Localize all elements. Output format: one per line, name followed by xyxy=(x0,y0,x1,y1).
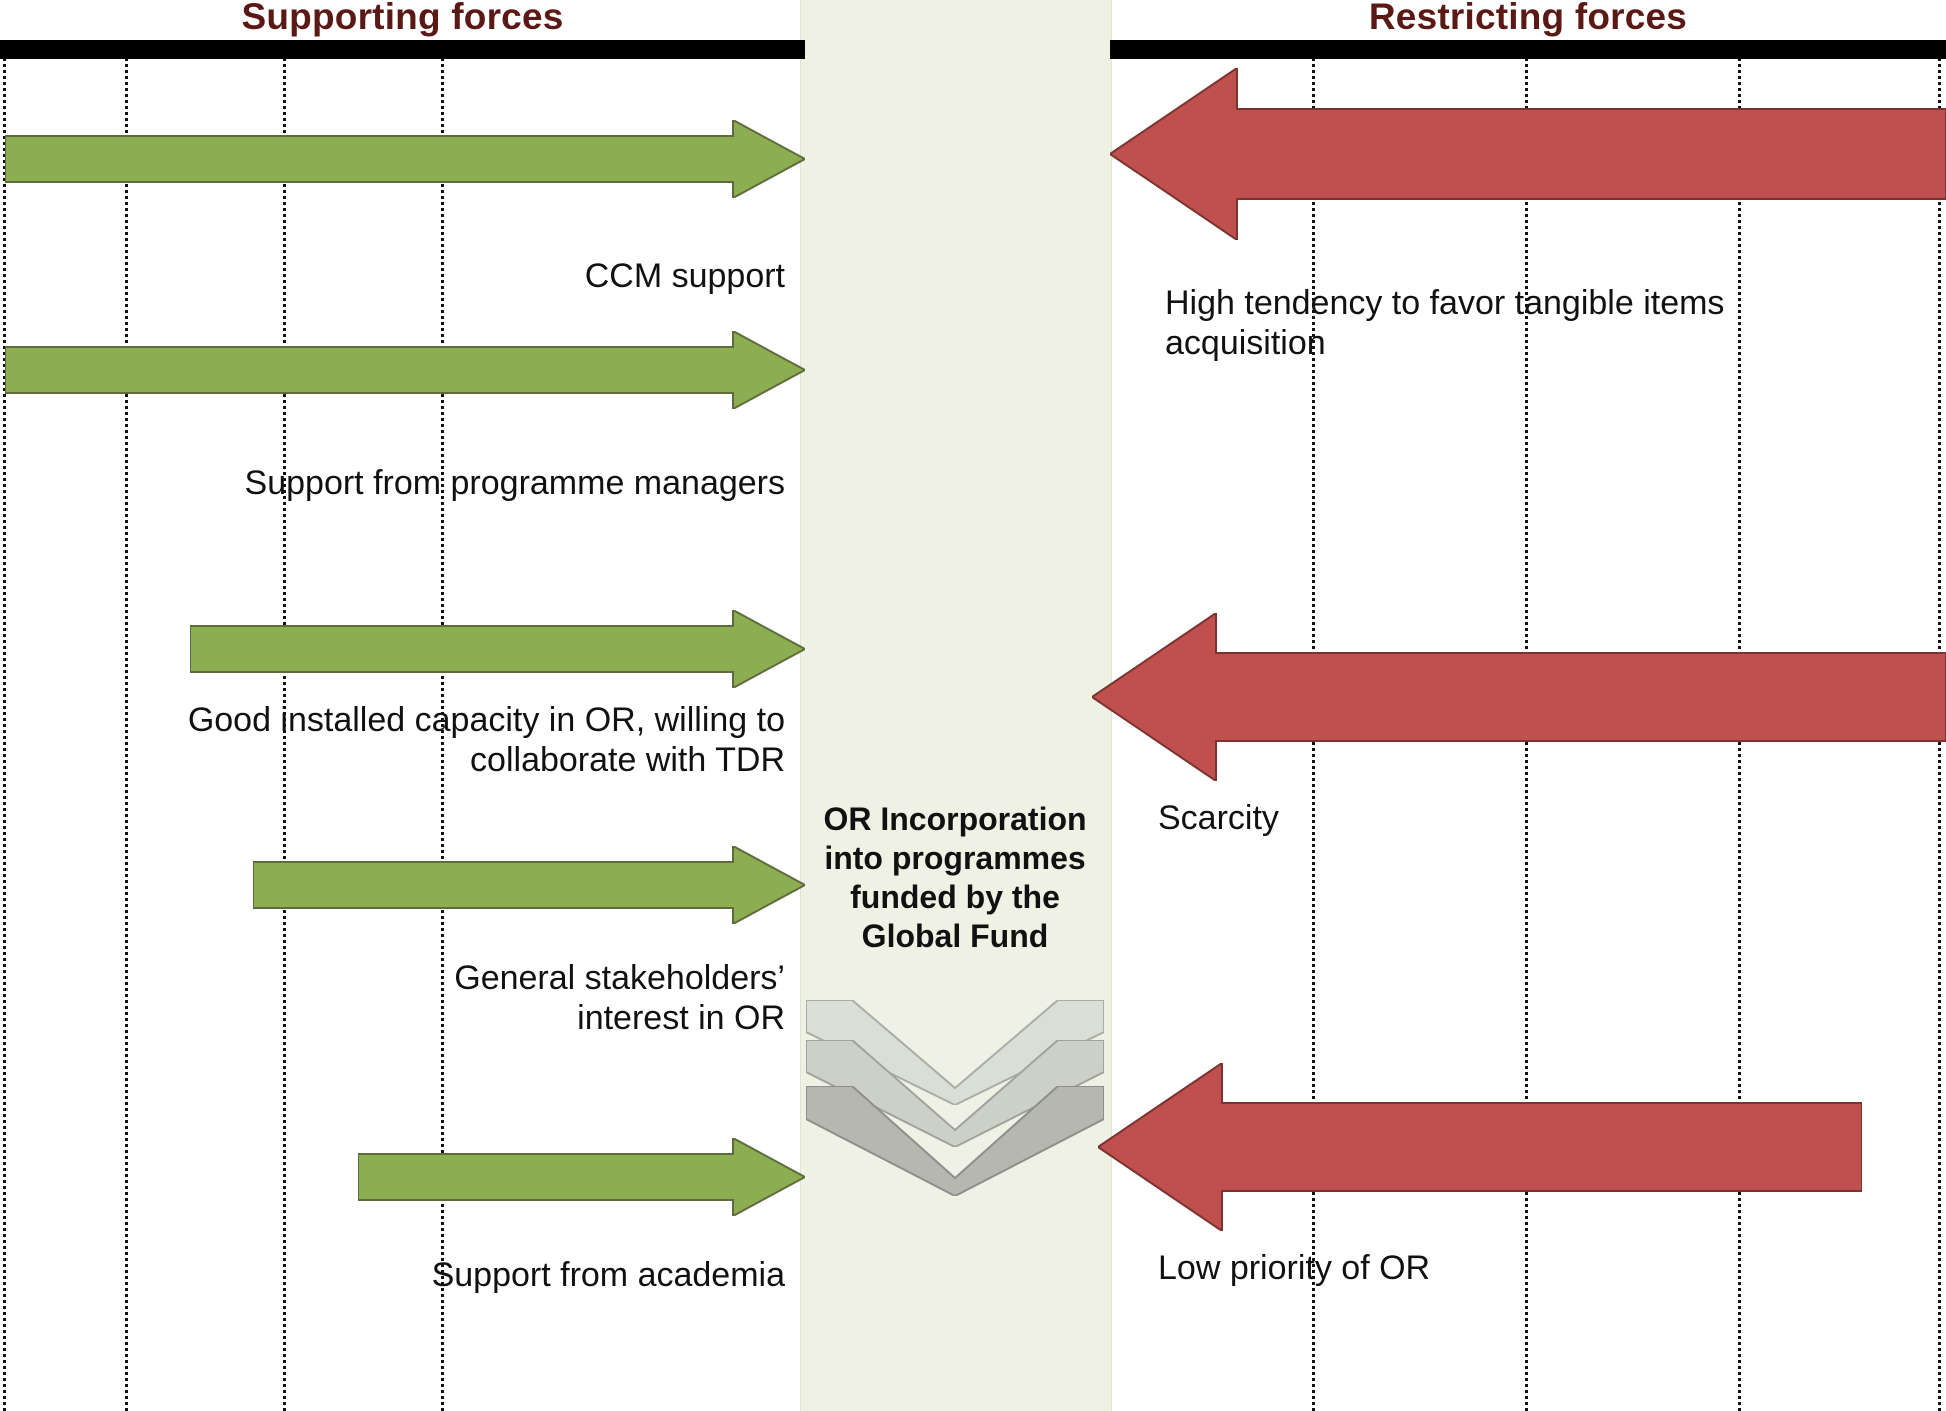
supporting-label-ccm-support: CCM support xyxy=(584,257,785,295)
supporting-label-installed-capacity: Good installed capacity in OR, willing t… xyxy=(187,701,785,780)
gridline xyxy=(283,58,286,1411)
restricting-arrow-low-priority xyxy=(1098,1063,1862,1231)
supporting-label-programme-managers: Support from programme managers xyxy=(244,464,785,502)
gridline xyxy=(3,58,6,1411)
supporting-label-academia: Support from academia xyxy=(431,1256,785,1294)
center-band xyxy=(800,0,1112,1411)
restricting-label-low-priority: Low priority of OR xyxy=(1158,1249,1431,1287)
supporting-forces-header: Supporting forces xyxy=(241,0,564,37)
gridline xyxy=(441,58,444,1411)
supporting-arrow-academia xyxy=(358,1138,805,1216)
gridline xyxy=(125,58,128,1411)
supporting-arrow-programme-managers xyxy=(5,331,805,409)
center-title: OR Incorporation into programmes funded … xyxy=(823,801,1087,955)
restricting-label-scarcity: Scarcity xyxy=(1158,799,1279,837)
chevron-down-icon-3 xyxy=(806,1086,1104,1196)
supporting-arrow-installed-capacity xyxy=(190,610,805,688)
supporting-arrow-ccm-support xyxy=(5,120,805,198)
restricting-arrow-scarcity xyxy=(1092,613,1946,781)
header-rule-left xyxy=(0,40,805,59)
supporting-label-stakeholder-interest: General stakeholders’ interest in OR xyxy=(454,959,785,1038)
header-rule-right xyxy=(1110,40,1946,59)
restricting-arrow-tangible-items xyxy=(1110,68,1946,240)
restricting-label-tangible-items: High tendency to favor tangible items ac… xyxy=(1165,284,1725,363)
restricting-forces-header: Restricting forces xyxy=(1368,0,1688,37)
supporting-arrow-stakeholder-interest xyxy=(253,846,805,924)
